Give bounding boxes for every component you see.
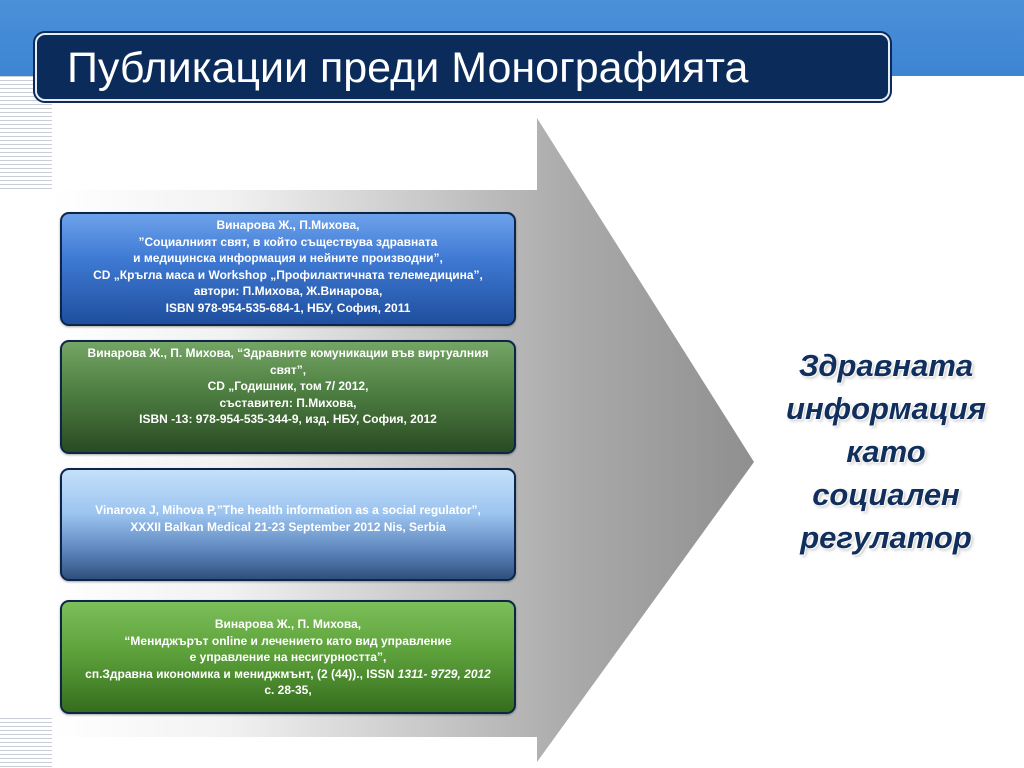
publication-card-4: Винарова Ж., П. Михова, “Мениджърът onli… (60, 600, 516, 714)
card-4-line-2: “Мениджърът online и лечението като вид … (124, 633, 452, 648)
card-1-line-1: Винарова Ж., П.Михова, (216, 218, 360, 232)
conclusion-line-1: Здравната (798, 348, 974, 383)
title-box: Публикации преди Монографията (35, 33, 890, 101)
card-1-line-5: автори: П.Михова, Ж.Винарова, (193, 284, 383, 298)
conclusion-line-5: регулатор (800, 520, 972, 555)
card-2-line-4: съставител: П.Михова, (219, 395, 357, 410)
slide-title: Публикации преди Монографията (67, 44, 749, 92)
card-1-line-2: ”Социалният свят, в който съществува здр… (138, 234, 438, 249)
card-4-line-4-italic: 1311- 9729, 2012 (397, 666, 491, 681)
card-4-line-1: Винарова Ж., П. Михова, (214, 617, 362, 631)
card-4-line-4-text: сп.Здравна икономика и мениджмънт, (2 (4… (85, 666, 398, 681)
decorative-stripes-bottom (0, 718, 52, 768)
conclusion-line-2: информация (786, 391, 986, 426)
card-2-line-2: свят”, (269, 362, 307, 377)
card-4-line-3: е управление на несигурността”, (189, 650, 387, 664)
conclusion-text: Здравната информация като социален регул… (770, 344, 1002, 559)
card-2-line-1: Винарова Ж., П. Михова, “Здравните комун… (87, 346, 489, 360)
card-3-line-2: XXXII Balkan Medical 21-23 September 201… (130, 519, 446, 534)
publication-card-3: Vinarova J, Mihova P,”The health informa… (60, 468, 516, 581)
publication-card-2: Винарова Ж., П. Михова, “Здравните комун… (60, 340, 516, 454)
card-1-line-4: CD „Кръгла маса и Workshop „Профилактичн… (93, 267, 483, 282)
publication-card-1: Винарова Ж., П.Михова, ”Социалният свят,… (60, 212, 516, 326)
conclusion-line-4: социален (812, 477, 960, 512)
conclusion-line-3: като (846, 434, 926, 469)
card-4-line-5: с. 28-35, (264, 683, 312, 697)
card-1-line-6: ISBN 978-954-535-684-1, НБУ, София, 2011 (165, 300, 411, 315)
card-1-line-3: и медицинска информация и нейните произв… (133, 251, 443, 265)
card-2-line-3: CD „Годишник, том 7/ 2012, (207, 379, 369, 393)
card-4-line-4: сп.Здравна икономика и мениджмънт, (2 (4… (70, 666, 506, 683)
card-3-line-1: Vinarova J, Mihova P,”The health informa… (95, 503, 481, 517)
card-2-line-5: ISBN -13: 978-954-535-344-9, изд. НБУ, С… (139, 412, 437, 426)
